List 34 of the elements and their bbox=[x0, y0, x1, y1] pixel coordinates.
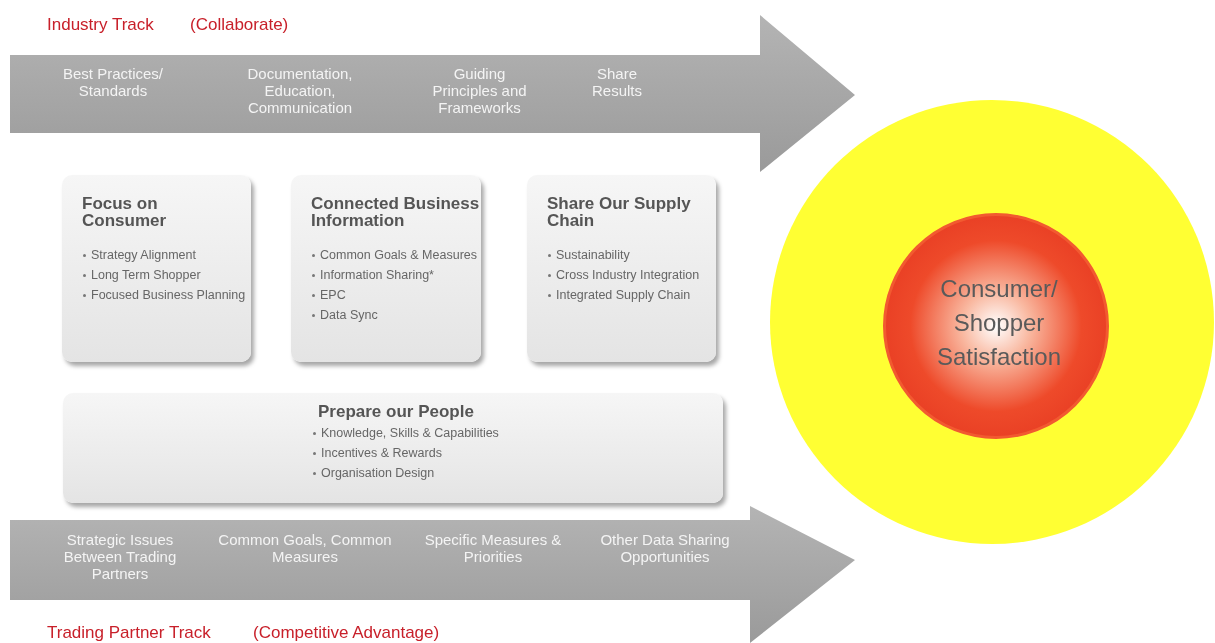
card-heading: Prepare our People bbox=[318, 403, 474, 420]
topic-card bbox=[62, 175, 251, 362]
bullet-item: Sustainability bbox=[547, 245, 630, 265]
arrow-label: Common Goals, Common Measures bbox=[217, 531, 393, 565]
bullet-item: Common Goals & Measures bbox=[311, 245, 477, 265]
bullet-item: Strategy Alignment bbox=[82, 245, 196, 265]
topic-card bbox=[63, 393, 723, 503]
arrow-label: Best Practices/ Standards bbox=[61, 65, 164, 99]
arrow-label: Strategic Issues Between Trading Partners bbox=[62, 531, 178, 582]
bullet-item: Cross Industry Integration bbox=[547, 265, 700, 285]
bullet-item: Long Term Shopper bbox=[82, 265, 201, 285]
center-label: Consumer/ Shopper Satisfaction bbox=[935, 274, 1063, 372]
bullet-item: Integrated Supply Chain bbox=[547, 285, 691, 305]
track-title: Industry Track bbox=[47, 15, 154, 35]
card-heading: Share Our Supply Chain bbox=[547, 195, 692, 229]
card-heading: Focus on Consumer bbox=[82, 195, 168, 229]
track-title: (Competitive Advantage) bbox=[253, 623, 440, 643]
track-title: Trading Partner Track bbox=[47, 623, 211, 643]
arrow-label: Documentation, Education, Communication bbox=[246, 65, 354, 116]
bullet-item: Organisation Design bbox=[312, 463, 435, 483]
bullet-item: Incentives & Rewards bbox=[312, 443, 442, 463]
arrow-label: Share Results bbox=[591, 65, 643, 99]
bullet-item: Knowledge, Skills & Capabilities bbox=[312, 423, 499, 443]
bullet-item: Information Sharing* bbox=[311, 265, 434, 285]
topic-card bbox=[527, 175, 716, 362]
arrow-label: Other Data Sharing Opportunities bbox=[599, 531, 731, 565]
arrow-label: Guiding Principles and Frameworks bbox=[431, 65, 528, 116]
topic-card bbox=[291, 175, 481, 362]
arrow-label: Specific Measures & Priorities bbox=[423, 531, 563, 565]
bullet-item: EPC bbox=[311, 285, 346, 305]
track-title: (Collaborate) bbox=[190, 15, 289, 35]
bullet-item: Data Sync bbox=[311, 305, 378, 325]
card-heading: Connected Business Information bbox=[311, 195, 481, 229]
bullet-item: Focused Business Planning bbox=[82, 285, 246, 305]
